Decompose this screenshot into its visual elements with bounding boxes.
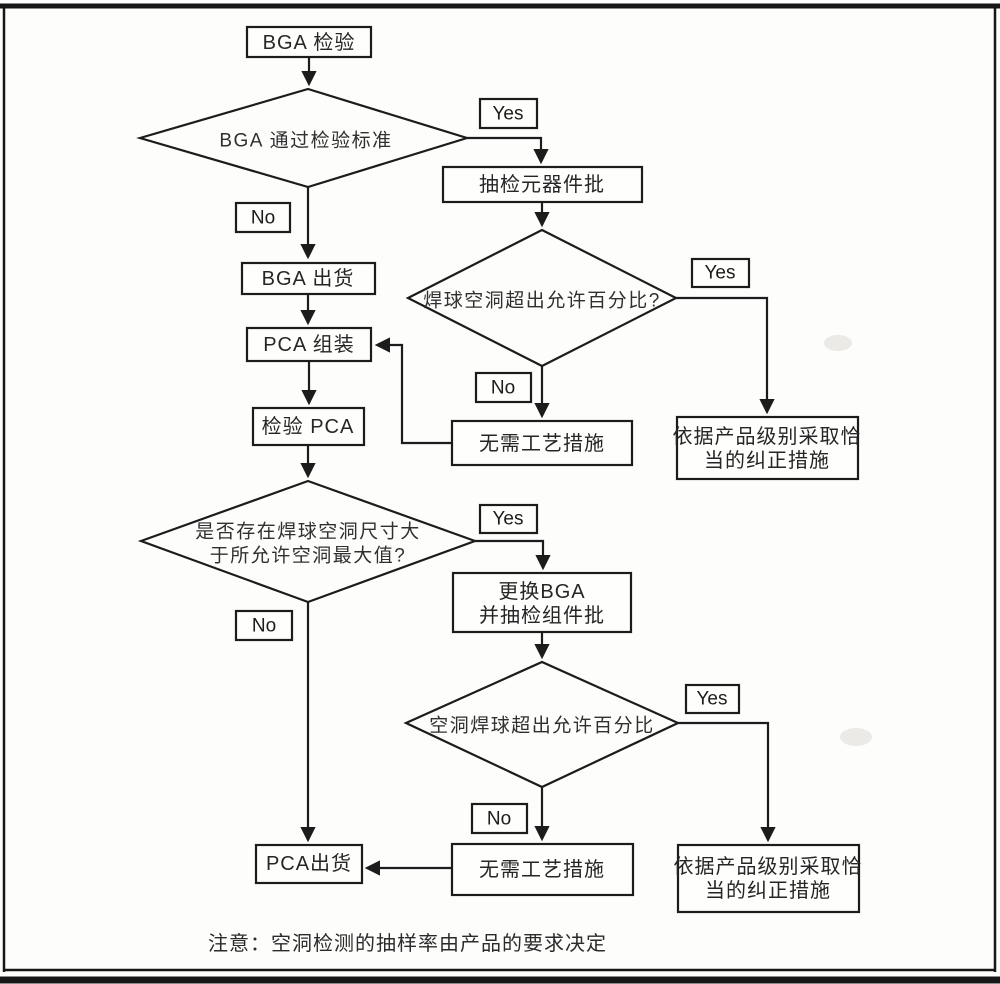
pca-ship-box [254, 843, 364, 885]
yes2-label: Yes [705, 263, 736, 284]
start-label: BGA 检验 [263, 31, 356, 54]
label-no-1: No [234, 201, 292, 234]
pca-assembly-box [245, 326, 373, 363]
no1-box [234, 201, 292, 234]
node-decision4: 空洞焊球超出允许百分比 [403, 660, 681, 789]
pca-assembly-label: PCA 组装 [263, 333, 355, 356]
decision3-diamond [137, 479, 479, 604]
decision4-diamond [403, 660, 681, 789]
corrective2-box [676, 843, 861, 914]
yes1-box [478, 97, 539, 130]
decision3-line1: 是否存在焊球空洞尺寸大 [195, 521, 421, 543]
yes1-label: Yes [493, 104, 524, 125]
sample-lot-label: 抽检元器件批 [479, 173, 605, 196]
label-no-4: No [470, 802, 529, 835]
footnote: 注意：空洞检测的抽样率由产品的要求决定 [208, 932, 607, 955]
start-box [245, 25, 373, 59]
replace-bga-box [451, 571, 633, 634]
scan-smudge [840, 728, 872, 746]
scan-smudge [824, 335, 852, 351]
no2-box [474, 371, 533, 404]
no3-box [234, 609, 294, 642]
node-decision1: BGA 通过检验标准 [136, 87, 471, 189]
label-yes-4: Yes [684, 683, 741, 715]
node-pca-ship: PCA出货 [254, 843, 364, 885]
page-border [0, 3, 1000, 984]
yes2-box [690, 257, 751, 289]
corrective1-line2: 当的纠正措施 [704, 449, 830, 472]
yes4-label: Yes [697, 689, 728, 710]
corrective2-line1: 依据产品级别采取恰 [674, 855, 863, 878]
bga-ship-label: BGA 出货 [262, 267, 355, 290]
node-decision2: 焊球空洞超出允许百分比? [405, 228, 679, 368]
decision4-label: 空洞焊球超出允许百分比 [429, 715, 655, 737]
node-corrective-action-2: 依据产品级别采取恰 当的纠正措施 [674, 843, 863, 914]
node-bga-ship: BGA 出货 [240, 261, 377, 296]
edges [300, 57, 776, 876]
label-no-2: No [474, 371, 533, 404]
node-inspect-pca: 检验 PCA [251, 406, 366, 447]
decision2-label: 焊球空洞超出允许百分比? [423, 290, 661, 312]
decision3-line2: 于所允许空洞最大值? [210, 545, 407, 567]
node-pca-assembly: PCA 组装 [245, 326, 373, 363]
no-action1-box [450, 419, 634, 467]
no3-label: No [252, 616, 276, 637]
corrective2-line2: 当的纠正措施 [705, 879, 831, 902]
label-yes-2: Yes [690, 257, 751, 289]
no1-label: No [251, 208, 275, 229]
no-action1-label: 无需工艺措施 [479, 432, 605, 455]
node-sample-component-lot: 抽检元器件批 [441, 165, 644, 204]
label-yes-3: Yes [478, 503, 539, 535]
corrective1-box [675, 415, 860, 481]
inspect-pca-label: 检验 PCA [262, 415, 355, 438]
decision1-diamond [136, 87, 471, 189]
no4-label: No [487, 809, 511, 830]
no-action2-box [450, 842, 635, 897]
edge-decision3-yes-to-replace-bga [475, 539, 551, 571]
edge-no-action1-to-pca-assembly [374, 337, 451, 445]
yes3-box [478, 503, 539, 535]
edge-decision4-yes-to-corrective2 [678, 721, 776, 843]
no4-box [470, 802, 529, 835]
no-action2-label: 无需工艺措施 [479, 858, 605, 881]
node-no-process-action-1: 无需工艺措施 [450, 419, 634, 467]
node-corrective-action-1: 依据产品级别采取恰 当的纠正措施 [673, 415, 862, 481]
corrective1-line1: 依据产品级别采取恰 [673, 425, 862, 448]
replace-bga-line2: 并抽检组件批 [479, 604, 605, 627]
node-start: BGA 检验 [245, 25, 373, 59]
edge-decision1-yes-to-sample-lot [467, 136, 549, 165]
yes4-box [684, 683, 741, 715]
replace-bga-line1: 更换BGA [498, 580, 585, 603]
yes3-label: Yes [493, 509, 524, 530]
sample-lot-box [441, 165, 644, 204]
decision1-label: BGA 通过检验标准 [219, 130, 392, 152]
pca-ship-label: PCA出货 [266, 852, 352, 875]
node-no-process-action-2: 无需工艺措施 [450, 842, 635, 897]
edge-decision2-yes-to-corrective1 [676, 296, 775, 415]
no2-label: No [491, 378, 515, 399]
node-replace-bga: 更换BGA 并抽检组件批 [451, 571, 633, 634]
label-no-3: No [234, 609, 294, 642]
node-decision3: 是否存在焊球空洞尺寸大 于所允许空洞最大值? [137, 479, 479, 604]
label-yes-1: Yes [478, 97, 539, 130]
decision2-diamond [405, 228, 679, 368]
bga-ship-box [240, 261, 377, 296]
inspect-pca-box [251, 406, 366, 447]
